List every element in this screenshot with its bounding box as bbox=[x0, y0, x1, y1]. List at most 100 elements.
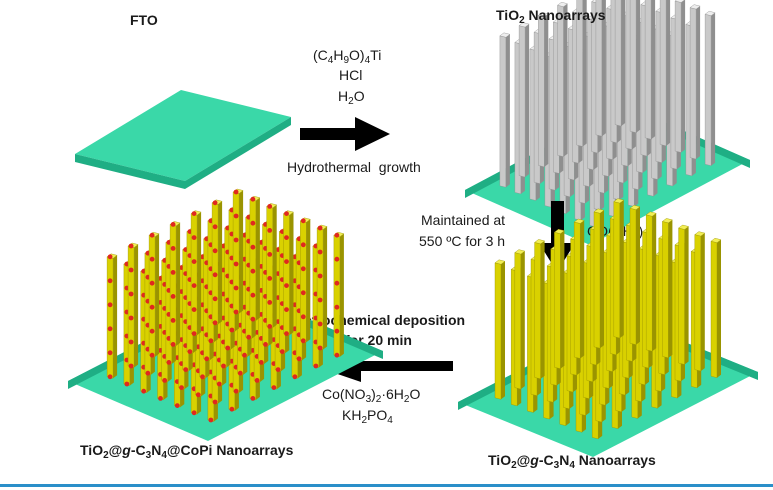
rod-front-face bbox=[629, 207, 637, 345]
rod-front-face bbox=[646, 214, 653, 352]
rod-front-face bbox=[518, 25, 526, 178]
rod-front-face bbox=[644, 0, 652, 140]
rod-front-face bbox=[127, 245, 135, 368]
copi-particle bbox=[145, 370, 151, 376]
rod-top-face bbox=[494, 259, 506, 265]
copi-particle bbox=[141, 388, 147, 394]
rod-side-face bbox=[696, 6, 701, 160]
bottom-rule bbox=[0, 484, 773, 487]
nanorod bbox=[266, 203, 278, 329]
copi-particle bbox=[162, 378, 168, 383]
copi-particle bbox=[128, 291, 134, 297]
maintained-line-2: 550 ºC for 3 h bbox=[419, 233, 505, 249]
copi-particle bbox=[246, 334, 252, 340]
rod-front-face bbox=[300, 220, 307, 343]
copi-particle bbox=[149, 352, 155, 358]
copi-particle bbox=[250, 396, 256, 401]
nanorod bbox=[127, 242, 139, 369]
copi-particle bbox=[237, 370, 243, 376]
copi-particle bbox=[284, 331, 289, 336]
rod-front-face bbox=[574, 221, 581, 359]
rod-front-face bbox=[514, 252, 521, 390]
copi-particle bbox=[267, 300, 273, 305]
copi-particle bbox=[267, 276, 273, 281]
copi-particle bbox=[212, 248, 218, 254]
nanorod bbox=[576, 0, 587, 147]
fto-side-face bbox=[185, 117, 291, 189]
rod-side-face bbox=[544, 13, 549, 167]
copi-particle bbox=[221, 363, 226, 369]
copi-particle bbox=[107, 254, 113, 260]
rod-top-face bbox=[674, 0, 685, 3]
fto-substrate bbox=[75, 90, 291, 189]
copi-particle bbox=[334, 352, 340, 358]
fto-label: FTO bbox=[130, 12, 158, 28]
rod-front-face bbox=[266, 206, 273, 329]
nanorod bbox=[232, 188, 244, 315]
nanorod bbox=[595, 0, 606, 137]
nanorod bbox=[499, 32, 511, 188]
copi-particle bbox=[250, 196, 256, 202]
copi-particle bbox=[149, 232, 155, 238]
copi-particle bbox=[334, 280, 340, 286]
rod-top-face bbox=[499, 32, 511, 38]
rod-side-face bbox=[306, 219, 311, 343]
copi-particle bbox=[334, 328, 340, 334]
rod-side-face bbox=[619, 200, 624, 339]
copi-particle bbox=[233, 261, 239, 267]
nanorod bbox=[694, 231, 706, 372]
nanorod bbox=[704, 10, 716, 166]
rod-side-face bbox=[218, 201, 223, 325]
copi-particle bbox=[254, 378, 260, 383]
reagents-step3-line-2: KH2PO4 bbox=[342, 407, 393, 426]
rod-top-face bbox=[557, 1, 568, 7]
nanorod bbox=[553, 228, 565, 369]
rod-front-face bbox=[678, 227, 685, 365]
nanorod bbox=[299, 217, 311, 344]
nanorod bbox=[573, 218, 585, 359]
copi-particle bbox=[317, 321, 323, 327]
rod-top-face bbox=[518, 22, 530, 28]
copi-particle bbox=[317, 273, 323, 279]
rod-side-face bbox=[272, 204, 277, 328]
rod-front-face bbox=[593, 211, 601, 349]
rod-side-face bbox=[197, 212, 202, 336]
nanorod bbox=[534, 239, 546, 380]
copi-particle bbox=[296, 356, 302, 362]
rod-top-face bbox=[645, 211, 657, 217]
rod-front-face bbox=[249, 198, 257, 321]
rod-front-face bbox=[557, 4, 564, 157]
rod-side-face bbox=[339, 233, 344, 357]
rod-front-face bbox=[554, 231, 561, 369]
copi-particle bbox=[200, 374, 205, 380]
nanorod bbox=[644, 0, 656, 140]
rod-side-face bbox=[700, 233, 705, 372]
rod-top-face bbox=[613, 198, 625, 204]
copi-particle bbox=[233, 388, 239, 394]
rod-front-face bbox=[232, 191, 240, 314]
nanorod bbox=[593, 208, 605, 349]
nanorod bbox=[211, 199, 223, 326]
rod-side-face bbox=[582, 0, 587, 147]
copi-particle bbox=[300, 290, 306, 296]
copi-particle bbox=[170, 318, 176, 323]
copi-particle bbox=[263, 342, 268, 347]
copi-particle bbox=[233, 309, 239, 315]
copi-particle bbox=[166, 360, 172, 365]
rod-front-face bbox=[211, 202, 219, 325]
rod-front-face bbox=[499, 35, 507, 188]
rod-top-face bbox=[573, 218, 585, 224]
rod-side-face bbox=[652, 213, 657, 352]
reagents-line-1: (C4H9O)4Ti bbox=[313, 47, 381, 66]
copi-particle bbox=[212, 224, 218, 230]
hydrothermal-label: Hydrothermal growth bbox=[287, 159, 421, 175]
copi-particle bbox=[191, 331, 197, 336]
rod-front-face bbox=[659, 0, 667, 147]
copi-particle bbox=[313, 363, 319, 369]
copi-particle bbox=[275, 367, 281, 372]
arrow-shape bbox=[300, 117, 390, 151]
copi-particle bbox=[300, 242, 306, 248]
rod-top-face bbox=[704, 10, 716, 16]
rod-side-face bbox=[176, 222, 181, 346]
copi-particle bbox=[284, 307, 289, 312]
